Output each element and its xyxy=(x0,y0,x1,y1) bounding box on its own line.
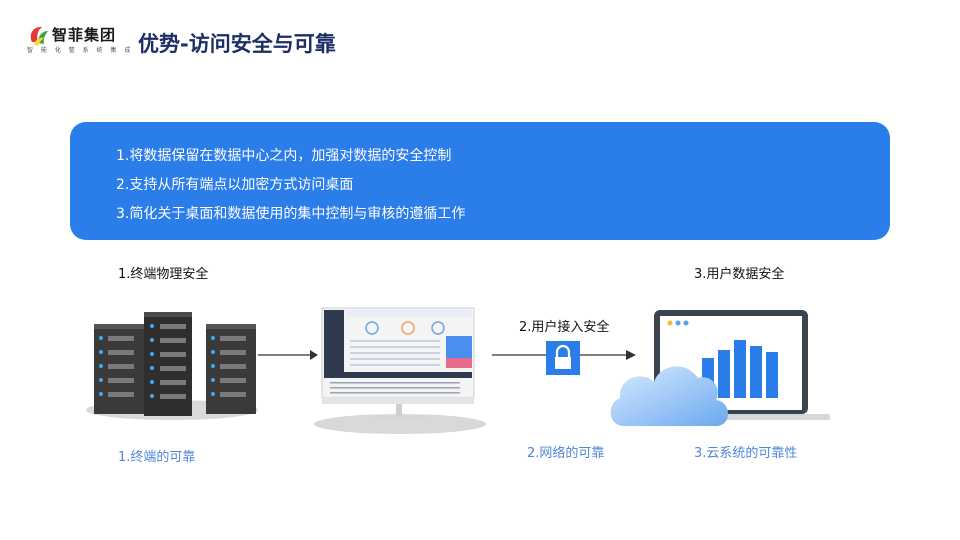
arrow-right-icon xyxy=(258,350,318,360)
server-rack-icon xyxy=(86,312,258,420)
logo-tagline: 智 能 化 整 系 统 集 成 xyxy=(27,47,134,54)
caption-terminal-reliability: 1.终端的可靠 xyxy=(118,450,196,465)
monitor-icon xyxy=(314,307,486,434)
caption-network-reliability: 2.网络的可靠 xyxy=(527,446,605,461)
cloud-laptop-icon xyxy=(610,310,830,426)
panel-line-3: 3.简化关于桌面和数据使用的集中控制与审核的遵循工作 xyxy=(116,206,466,222)
page-title: 优势-访问安全与可靠 xyxy=(138,32,336,56)
info-panel xyxy=(70,122,890,240)
label-access-security: 2.用户接入安全 xyxy=(519,320,610,335)
panel-line-1: 1.将数据保留在数据中心之内，加强对数据的安全控制 xyxy=(116,148,452,164)
panel-line-2: 2.支持从所有端点以加密方式访问桌面 xyxy=(116,177,354,193)
label-data-security: 3.用户数据安全 xyxy=(694,267,785,282)
caption-cloud-reliability: 3.云系统的可靠性 xyxy=(694,446,798,461)
company-logo xyxy=(30,26,48,46)
logo-name: 智菲集团 xyxy=(52,26,117,44)
label-physical-security: 1.终端物理安全 xyxy=(118,267,209,282)
lock-icon xyxy=(546,341,580,375)
